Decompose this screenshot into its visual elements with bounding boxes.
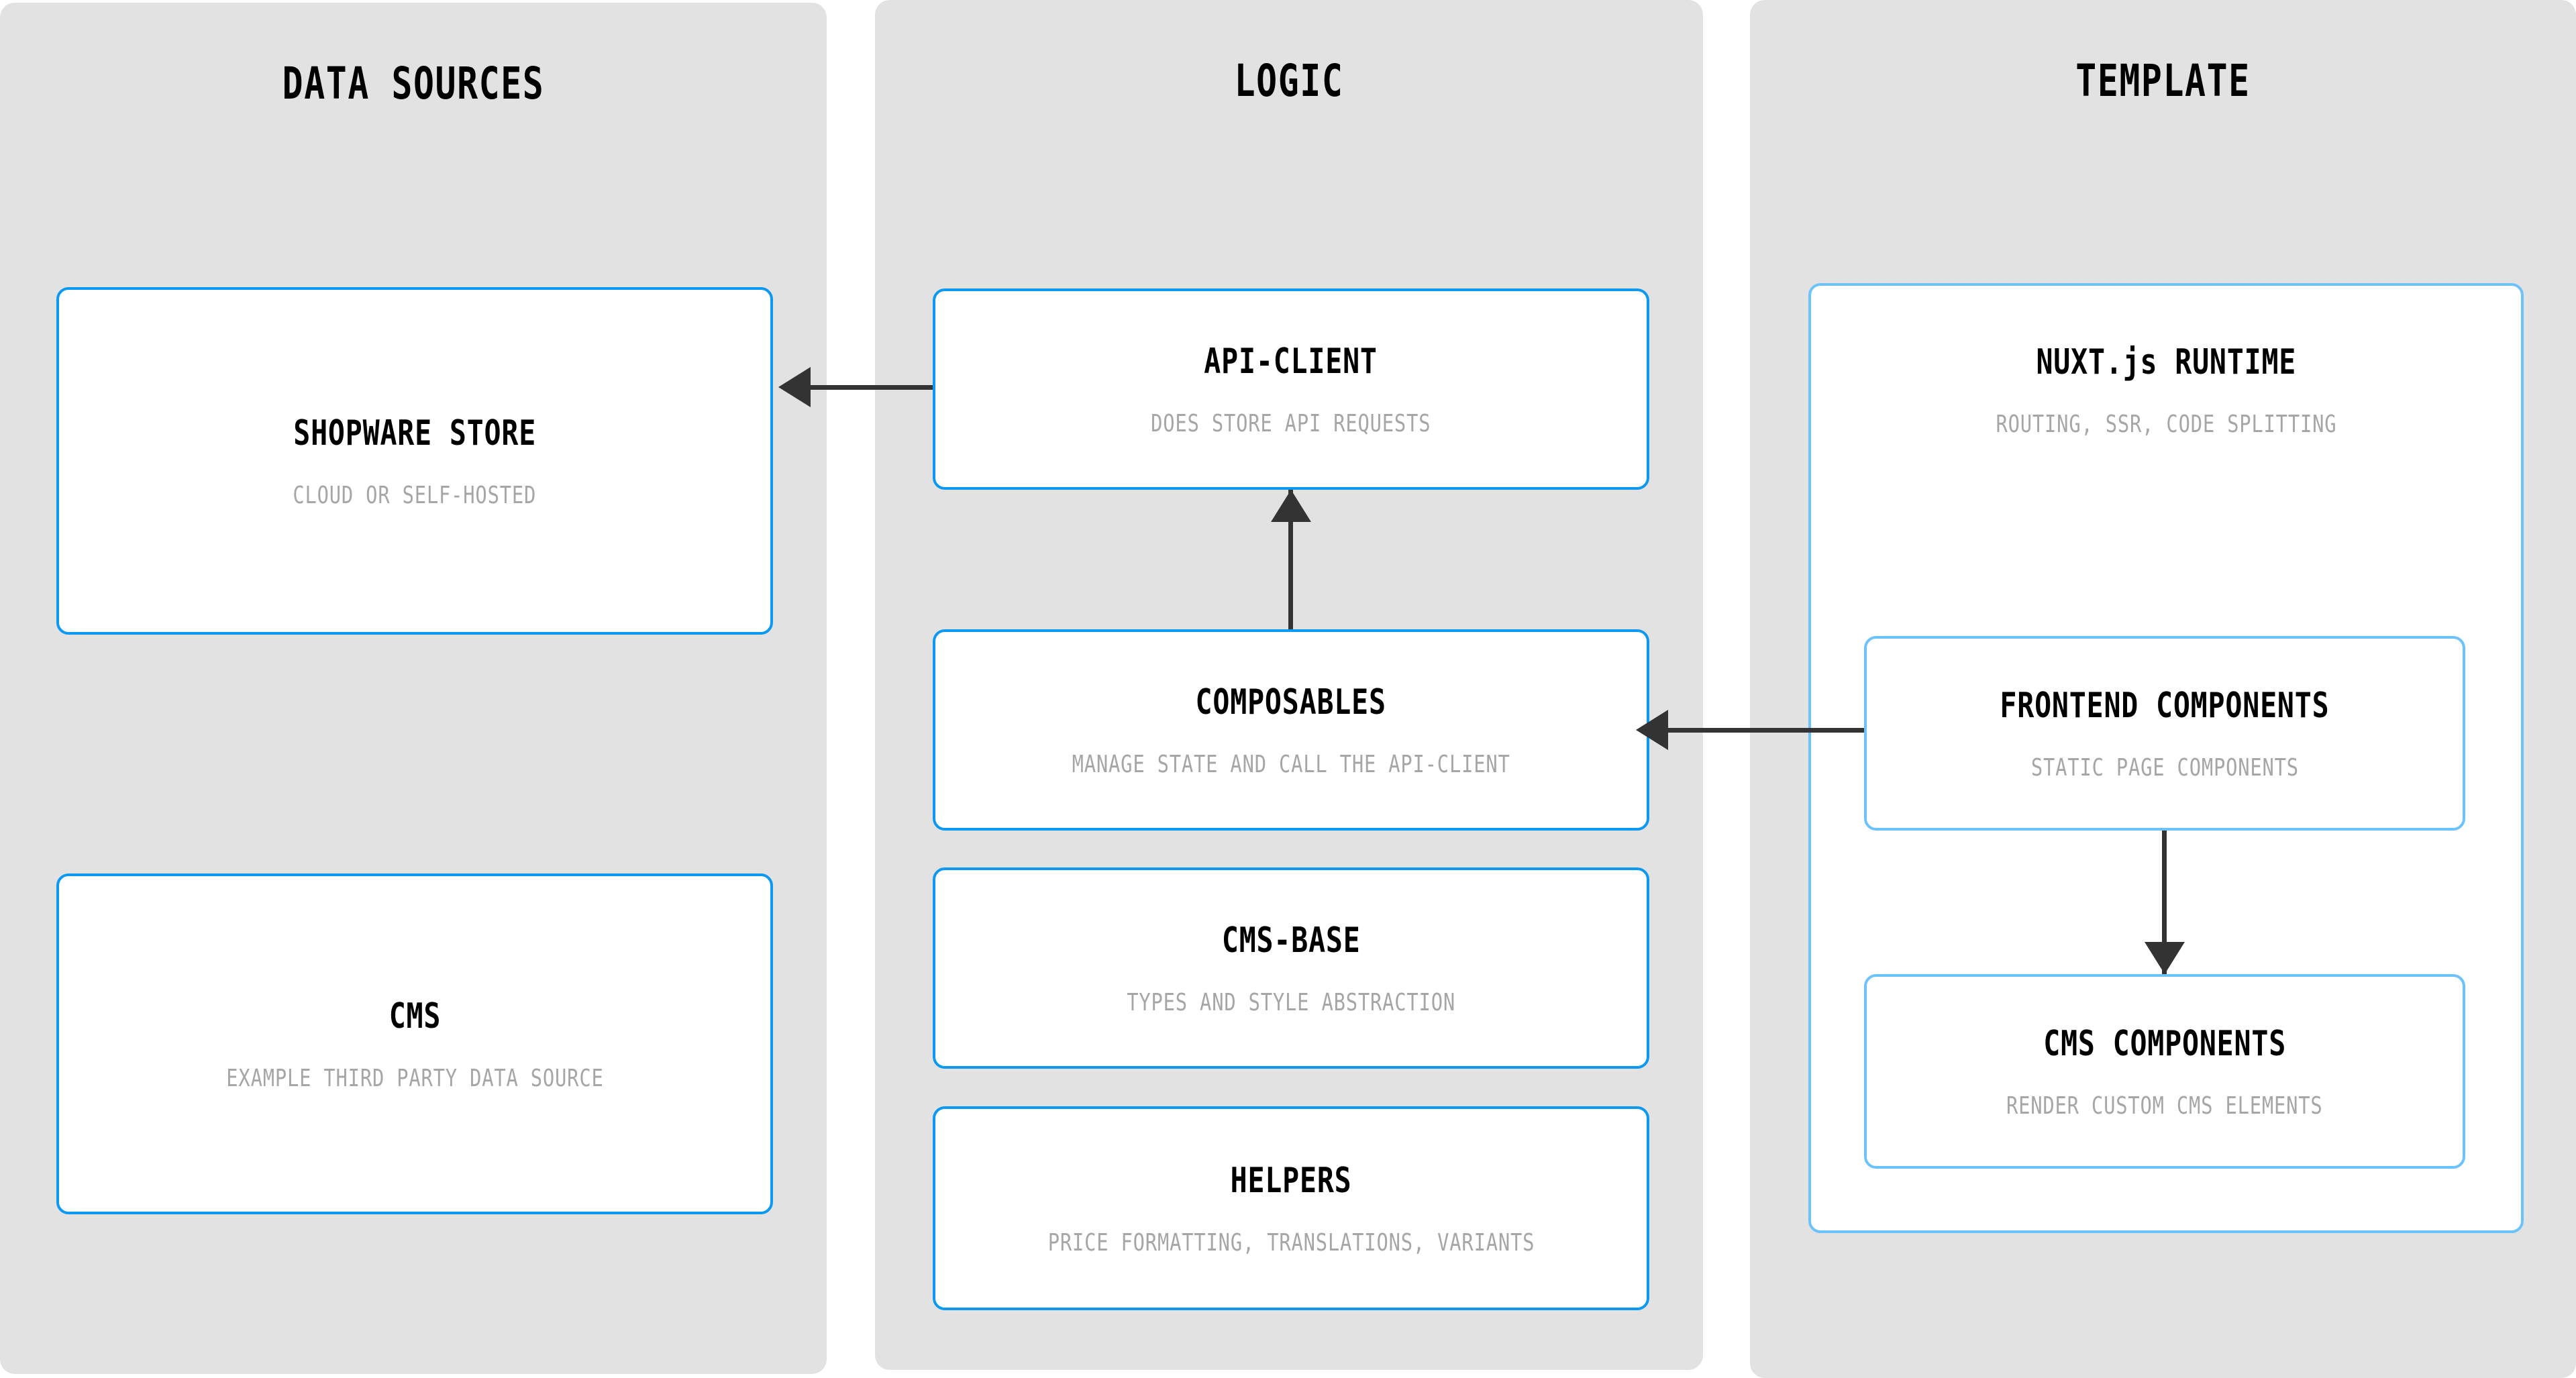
card-cms[interactable]: CMS EXAMPLE THIRD PARTY DATA SOURCE [56, 873, 773, 1214]
arrow-composables-to-api-client-line [1288, 490, 1293, 629]
card-subtitle-cms: EXAMPLE THIRD PARTY DATA SOURCE [225, 1064, 604, 1092]
card-title-nuxt-runtime: NUXT.js RUNTIME [2036, 342, 2296, 382]
card-subtitle-cms-base: TYPES AND STYLE ABSTRACTION [1127, 988, 1455, 1016]
card-title-helpers: HELPERS [1230, 1160, 1352, 1201]
column-title-logic: LOGIC [1234, 55, 1344, 107]
card-helpers[interactable]: HELPERS PRICE FORMATTING, TRANSLATIONS, … [933, 1106, 1649, 1310]
card-subtitle-nuxt-runtime: ROUTING, SSR, CODE SPLITTING [1996, 411, 2336, 438]
arrow-composables-to-api-client-head-icon [1271, 490, 1311, 522]
card-title-shopware-store: SHOPWARE STORE [293, 413, 536, 454]
card-subtitle-api-client: DOES STORE API REQUESTS [1151, 409, 1431, 437]
arrow-frontend-components-to-cms-components-head-icon [2145, 942, 2185, 974]
arrow-frontend-components-to-composables-line [1668, 728, 1864, 733]
card-title-api-client: API-CLIENT [1204, 341, 1378, 382]
column-title-data-sources: DATA SOURCES [282, 58, 545, 109]
card-cms-base[interactable]: CMS-BASE TYPES AND STYLE ABSTRACTION [933, 867, 1649, 1069]
card-subtitle-composables: MANAGE STATE AND CALL THE API-CLIENT [1072, 750, 1510, 778]
card-subtitle-shopware-store: CLOUD OR SELF-HOSTED [293, 481, 537, 509]
card-cms-components[interactable]: CMS COMPONENTS RENDER CUSTOM CMS ELEMENT… [1864, 974, 2465, 1169]
arrow-frontend-components-to-composables-head-icon [1636, 710, 1668, 750]
card-shopware-store[interactable]: SHOPWARE STORE CLOUD OR SELF-HOSTED [56, 287, 773, 635]
card-frontend-components[interactable]: FRONTEND COMPONENTS STATIC PAGE COMPONEN… [1864, 636, 2465, 831]
card-title-composables: COMPOSABLES [1195, 682, 1387, 723]
card-title-frontend-components: FRONTEND COMPONENTS [2000, 685, 2330, 726]
card-api-client[interactable]: API-CLIENT DOES STORE API REQUESTS [933, 288, 1649, 490]
card-subtitle-frontend-components: STATIC PAGE COMPONENTS [2030, 753, 2299, 782]
card-composables[interactable]: COMPOSABLES MANAGE STATE AND CALL THE AP… [933, 629, 1649, 831]
column-title-template: TEMPLATE [2075, 55, 2251, 107]
arrow-api-client-to-shopware-store-head-icon [778, 367, 811, 407]
card-title-cms-components: CMS COMPONENTS [2043, 1023, 2286, 1064]
card-title-cms: CMS [389, 996, 441, 1037]
card-subtitle-helpers: PRICE FORMATTING, TRANSLATIONS, VARIANTS [1047, 1228, 1535, 1257]
arrow-api-client-to-shopware-store-line [811, 385, 933, 390]
card-title-cms-base: CMS-BASE [1221, 920, 1361, 961]
arrow-frontend-components-to-cms-components-line [2162, 831, 2167, 974]
card-subtitle-cms-components: RENDER CUSTOM CMS ELEMENTS [2006, 1092, 2323, 1120]
